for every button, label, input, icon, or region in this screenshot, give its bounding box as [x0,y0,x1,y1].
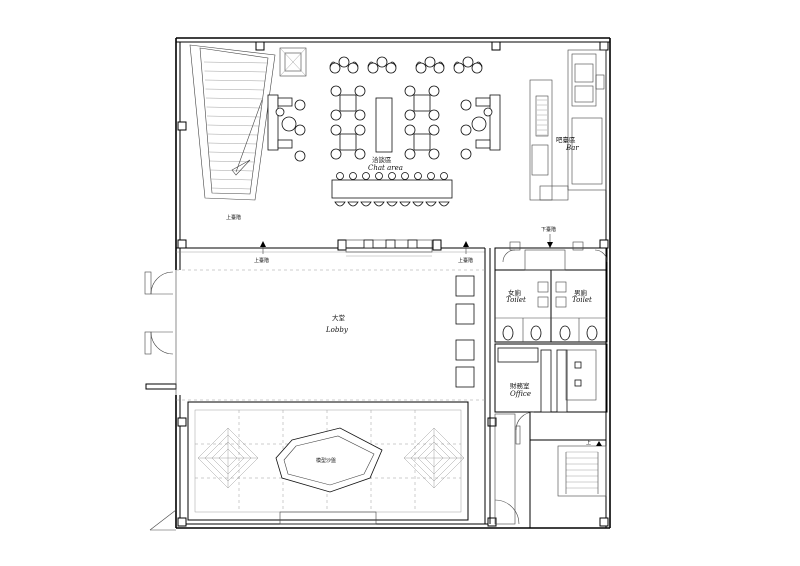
office-label-zh: 財務室 [510,381,530,390]
round-table-set [453,56,483,74]
model-pool-label: 模型沙盤 [316,457,336,464]
columns [177,41,609,527]
lobby-label-en: Lobby [325,326,349,334]
square-table-set [404,124,440,160]
bar-area: 吧臺區 Bar [529,49,607,201]
lobby: 大堂 Lobby [325,248,491,524]
display-box [455,339,475,361]
toilet-men-label-en: Toilet [572,296,592,304]
toilet-women-label-zh: 女廁 [508,288,522,297]
stair-tread [208,142,258,145]
up-stair-label-2: 上臺階 [458,257,473,264]
bar-stool [362,172,370,180]
bar-stool [414,172,422,180]
round-table-set [367,56,397,74]
bar-stool [425,201,437,207]
toilet-women-label-en: Toilet [506,296,526,304]
service-stair-up-label: 上 [586,439,591,446]
stair-tread [206,115,261,118]
guidelines [176,269,485,401]
toilet-men-label-zh: 男廁 [574,288,588,297]
round-table-set [329,56,359,74]
stair-tread [209,169,254,172]
stair-tread [208,151,257,154]
stair-tread [205,88,265,91]
skylight-box [279,47,307,77]
stair-label: 上臺階 [226,214,241,221]
square-table-set [330,124,366,160]
bar-stool [360,201,372,207]
display-box [455,275,475,297]
bar-stool [349,172,357,180]
bar-stool [440,172,448,180]
display-box [455,303,475,325]
stair-tread [203,61,269,64]
level-arrows: 上臺階 上臺階 下臺階 [254,226,556,264]
chat-area-furniture: 洽談區 Chat area [267,56,501,207]
stair-tread [204,79,266,82]
bar-stool [401,172,409,180]
round-table-set [415,56,445,74]
bar-stool [347,201,359,207]
office: 財務室 Office [494,343,608,413]
service-corridor: 上 [494,411,607,528]
main-staircase: 上臺階 [189,44,276,221]
bar-label-zh: 吧臺區 [556,135,576,144]
down-stair-label: 下臺階 [541,226,556,233]
bar-stool [336,172,344,180]
stair-tread [207,124,260,127]
bar-stool [412,201,424,207]
stair-tread [210,187,252,190]
office-label-en: Office [510,390,531,398]
lobby-label-zh: 大堂 [332,313,346,322]
bar-stool [334,201,346,207]
stair-tread [210,178,253,181]
stair-tread [204,70,267,73]
square-table-set [404,85,440,121]
entry-doors [144,270,177,395]
chat-area-label-zh: 洽談區 [372,155,392,164]
model-area: 模型沙盤 [187,401,469,525]
bar-stool [399,201,411,207]
bar-stool [427,172,435,180]
bar-stool [388,172,396,180]
toilets: 女廁 Toilet 男廁 Toilet [494,241,608,343]
bar-label-en: Bar [565,144,579,152]
stair-tread [205,97,264,100]
square-table-set [330,85,366,121]
display-counter [345,239,433,257]
stair-tread [207,133,259,136]
bar-stool [386,201,398,207]
bar-stool [375,172,383,180]
bar-stool [373,201,385,207]
stair-tread [206,106,263,109]
up-stair-label-1: 上臺階 [254,257,269,264]
bar-stool [438,201,450,207]
display-box [455,366,475,388]
chat-area-label-en: Chat area [368,164,403,172]
